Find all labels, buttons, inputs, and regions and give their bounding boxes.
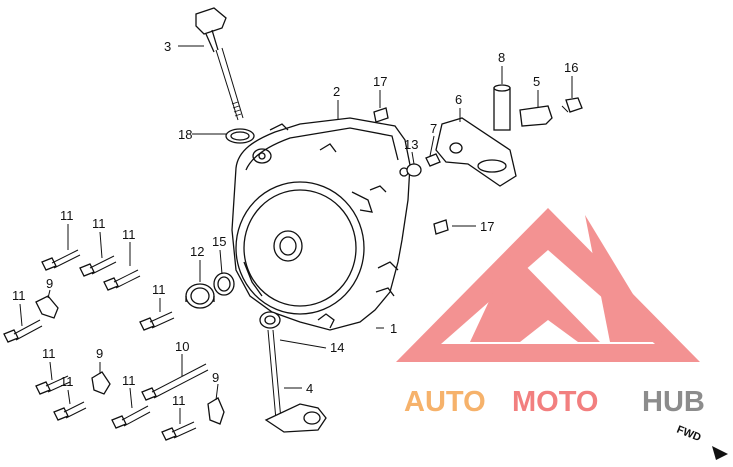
oil-seal-part-12 (185, 283, 215, 309)
watermark-logo (396, 208, 700, 362)
clip-part-5 (519, 105, 553, 127)
callout-11-i: 11 (172, 393, 186, 408)
bolt-part-11-f (35, 375, 71, 395)
callout-7: 7 (430, 121, 437, 136)
bolt-part-11-h (111, 405, 151, 429)
callout-11-g: 11 (60, 374, 74, 389)
fwd-label: FWD (675, 424, 703, 445)
callout-1: 1 (390, 321, 397, 336)
grommet-part-13 (406, 163, 422, 177)
callout-13: 13 (404, 137, 418, 152)
callout-16: 16 (564, 60, 578, 75)
cable-stay-part-4 (264, 329, 327, 433)
callout-12: 12 (190, 244, 204, 259)
callout-2: 2 (333, 84, 340, 99)
callout-17-upper: 17 (373, 74, 387, 89)
bracket-part-6 (435, 117, 517, 187)
clamp-part-9-b (91, 371, 111, 395)
bolt-part-11-g (53, 401, 87, 421)
callout-9-a: 9 (46, 276, 53, 291)
callout-11-a: 11 (60, 208, 74, 223)
bolt-part-11-a (41, 249, 81, 271)
bolt-part-11-b (79, 255, 117, 277)
callout-6: 6 (455, 92, 462, 107)
dowel-pin-part-17-upper (373, 107, 389, 123)
callout-11-c: 11 (122, 227, 136, 242)
fwd-arrow-icon (712, 446, 728, 460)
callout-4: 4 (306, 381, 313, 396)
watermark-brand-hub: HUB (642, 386, 705, 418)
callout-5: 5 (533, 74, 540, 89)
callout-14: 14 (330, 340, 344, 355)
dowel-pin-part-17-lower (433, 219, 449, 235)
callout-9-c: 9 (212, 370, 219, 385)
callout-17-lower: 17 (480, 219, 494, 234)
grommet-part-14 (259, 311, 281, 329)
o-ring-part-18 (225, 128, 255, 144)
bolt-part-7 (425, 153, 441, 167)
clamp-part-9-c (207, 397, 225, 425)
crankcase-cover (231, 117, 411, 331)
callout-11-b: 11 (92, 216, 106, 231)
callout-3: 3 (164, 39, 171, 54)
bolt-part-16 (561, 97, 583, 113)
bolt-part-11-d (3, 319, 43, 343)
bolt-part-11-c (103, 269, 141, 291)
watermark-brand-moto: MOTO (512, 386, 598, 418)
callout-numbers: 3 18 2 17 6 8 5 16 7 13 17 1 14 4 12 15 … (12, 39, 578, 408)
watermark-text: AUTO MOTO HUB (404, 386, 705, 418)
callout-11-d: 11 (12, 288, 26, 303)
bolt-part-10 (141, 363, 209, 401)
bolt-part-11-e (139, 311, 175, 331)
callout-10: 10 (175, 339, 189, 354)
callout-18: 18 (178, 127, 192, 142)
o-ring-part-15 (213, 272, 235, 296)
callout-11-f: 11 (42, 346, 56, 361)
callout-11-h: 11 (122, 373, 136, 388)
bolt-part-11-i (161, 421, 197, 441)
callout-9-b: 9 (96, 346, 103, 361)
collar-part-8 (493, 84, 511, 131)
callout-8: 8 (498, 50, 505, 65)
leader-lines (19, 45, 573, 424)
watermark-brand-auto: AUTO (404, 386, 486, 418)
clamp-part-9-a (35, 295, 59, 319)
dipstick-part-3 (195, 7, 244, 121)
callout-15: 15 (212, 234, 226, 249)
callout-11-e: 11 (152, 282, 166, 297)
fwd-direction-indicator: FWD (675, 424, 728, 460)
